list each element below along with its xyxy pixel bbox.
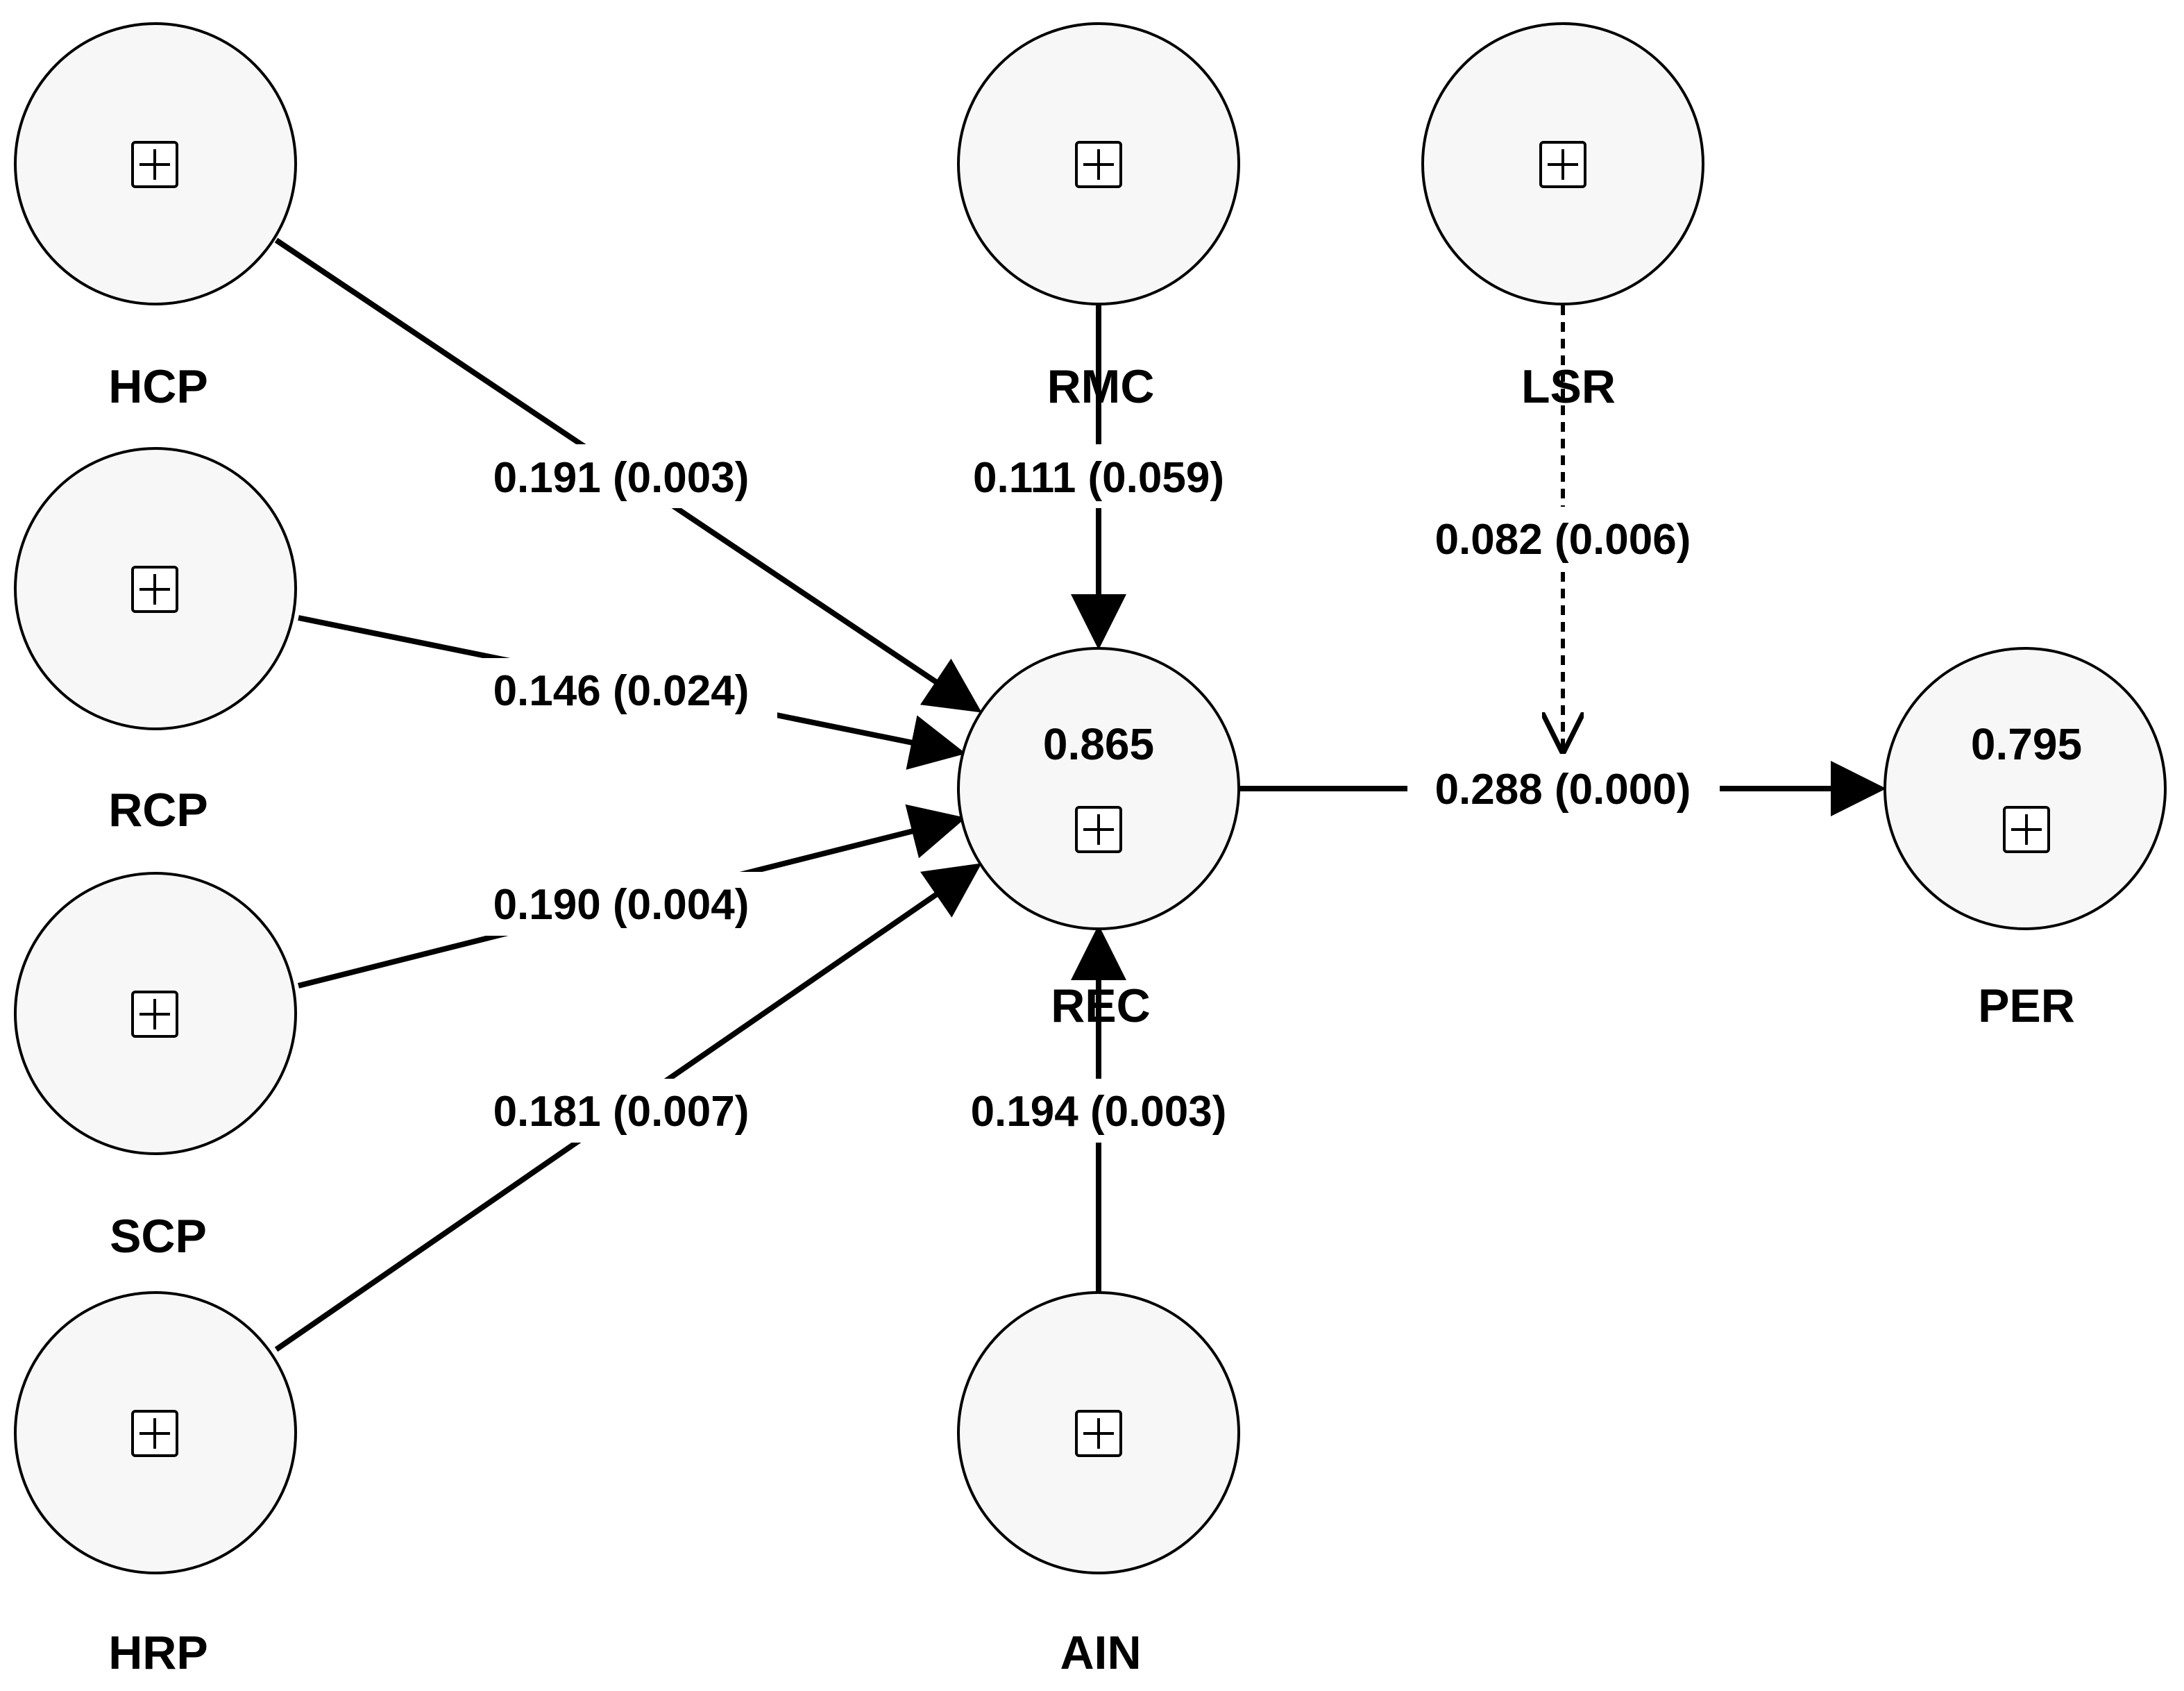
node-hcp-label: HCP — [108, 360, 208, 413]
node-per[interactable]: 0.795 PER — [1884, 647, 2167, 1032]
edge-label-hrp-rec: 0.181 (0.007) — [493, 1088, 750, 1136]
edge-label-rec-per: 0.288 (0.000) — [1435, 766, 1691, 814]
node-rcp[interactable]: RCP — [14, 447, 297, 836]
edge-label-bg-hrp-rec — [465, 1079, 777, 1143]
node-per-label: PER — [1978, 979, 2075, 1032]
expand-icon[interactable] — [131, 1410, 178, 1457]
node-rmc[interactable]: RMC — [957, 22, 1240, 413]
node-rec[interactable]: 0.865 REC — [957, 647, 1240, 1032]
expand-icon[interactable] — [1075, 141, 1122, 188]
edge-label-scp-rec: 0.190 (0.004) — [493, 881, 750, 929]
node-ain-label: AIN — [1060, 1626, 1141, 1679]
expand-icon[interactable] — [1539, 141, 1586, 188]
node-rmc-label: RMC — [1047, 360, 1155, 413]
edge-label-bg-rmc-rec — [942, 444, 1255, 508]
expand-icon[interactable] — [131, 141, 178, 188]
node-rcp-label: RCP — [108, 784, 208, 836]
node-scp-label: SCP — [110, 1210, 207, 1263]
edge-label-bg-rcp-rec — [465, 658, 777, 722]
node-hrp[interactable]: HRP — [14, 1291, 297, 1679]
edge-label-bg-scp-rec — [465, 872, 777, 936]
expand-icon[interactable] — [1075, 1410, 1122, 1457]
edge-label-bg-hcp-rec — [465, 444, 777, 508]
edge-label-bg-rec-per — [1407, 757, 1720, 821]
edge-labels: 0.191 (0.003) 0.146 (0.024) 0.190 (0.004… — [465, 444, 1720, 1143]
edge-label-bg-lsr-mod — [1407, 507, 1720, 571]
node-scp[interactable]: SCP — [14, 872, 297, 1263]
expand-icon[interactable] — [1075, 806, 1122, 853]
node-lsr-label: LSR — [1521, 360, 1616, 413]
nodes: HCP RCP SCP — [14, 22, 2167, 1679]
edge-label-bg-ain-rec — [942, 1079, 1255, 1143]
node-ain[interactable]: AIN — [957, 1291, 1240, 1679]
edge-label-rcp-rec: 0.146 (0.024) — [493, 667, 750, 715]
node-lsr[interactable]: LSR — [1421, 22, 1704, 413]
node-per-r2: 0.795 — [1971, 719, 2082, 769]
expand-icon[interactable] — [131, 991, 178, 1038]
edge-label-lsr-moderation: 0.082 (0.006) — [1435, 516, 1691, 564]
node-rec-circle[interactable] — [957, 647, 1240, 930]
expand-icon[interactable] — [2003, 806, 2050, 853]
node-per-circle[interactable] — [1884, 647, 2167, 930]
edge-label-hcp-rec: 0.191 (0.003) — [493, 454, 750, 502]
node-rec-r2: 0.865 — [1043, 719, 1154, 769]
edge-label-rmc-rec: 0.111 (0.059) — [973, 454, 1224, 502]
node-hrp-label: HRP — [108, 1626, 208, 1679]
expand-icon[interactable] — [131, 566, 178, 613]
edge-label-ain-rec: 0.194 (0.003) — [971, 1088, 1227, 1136]
node-hcp[interactable]: HCP — [14, 22, 297, 413]
node-rec-label: REC — [1051, 979, 1151, 1032]
